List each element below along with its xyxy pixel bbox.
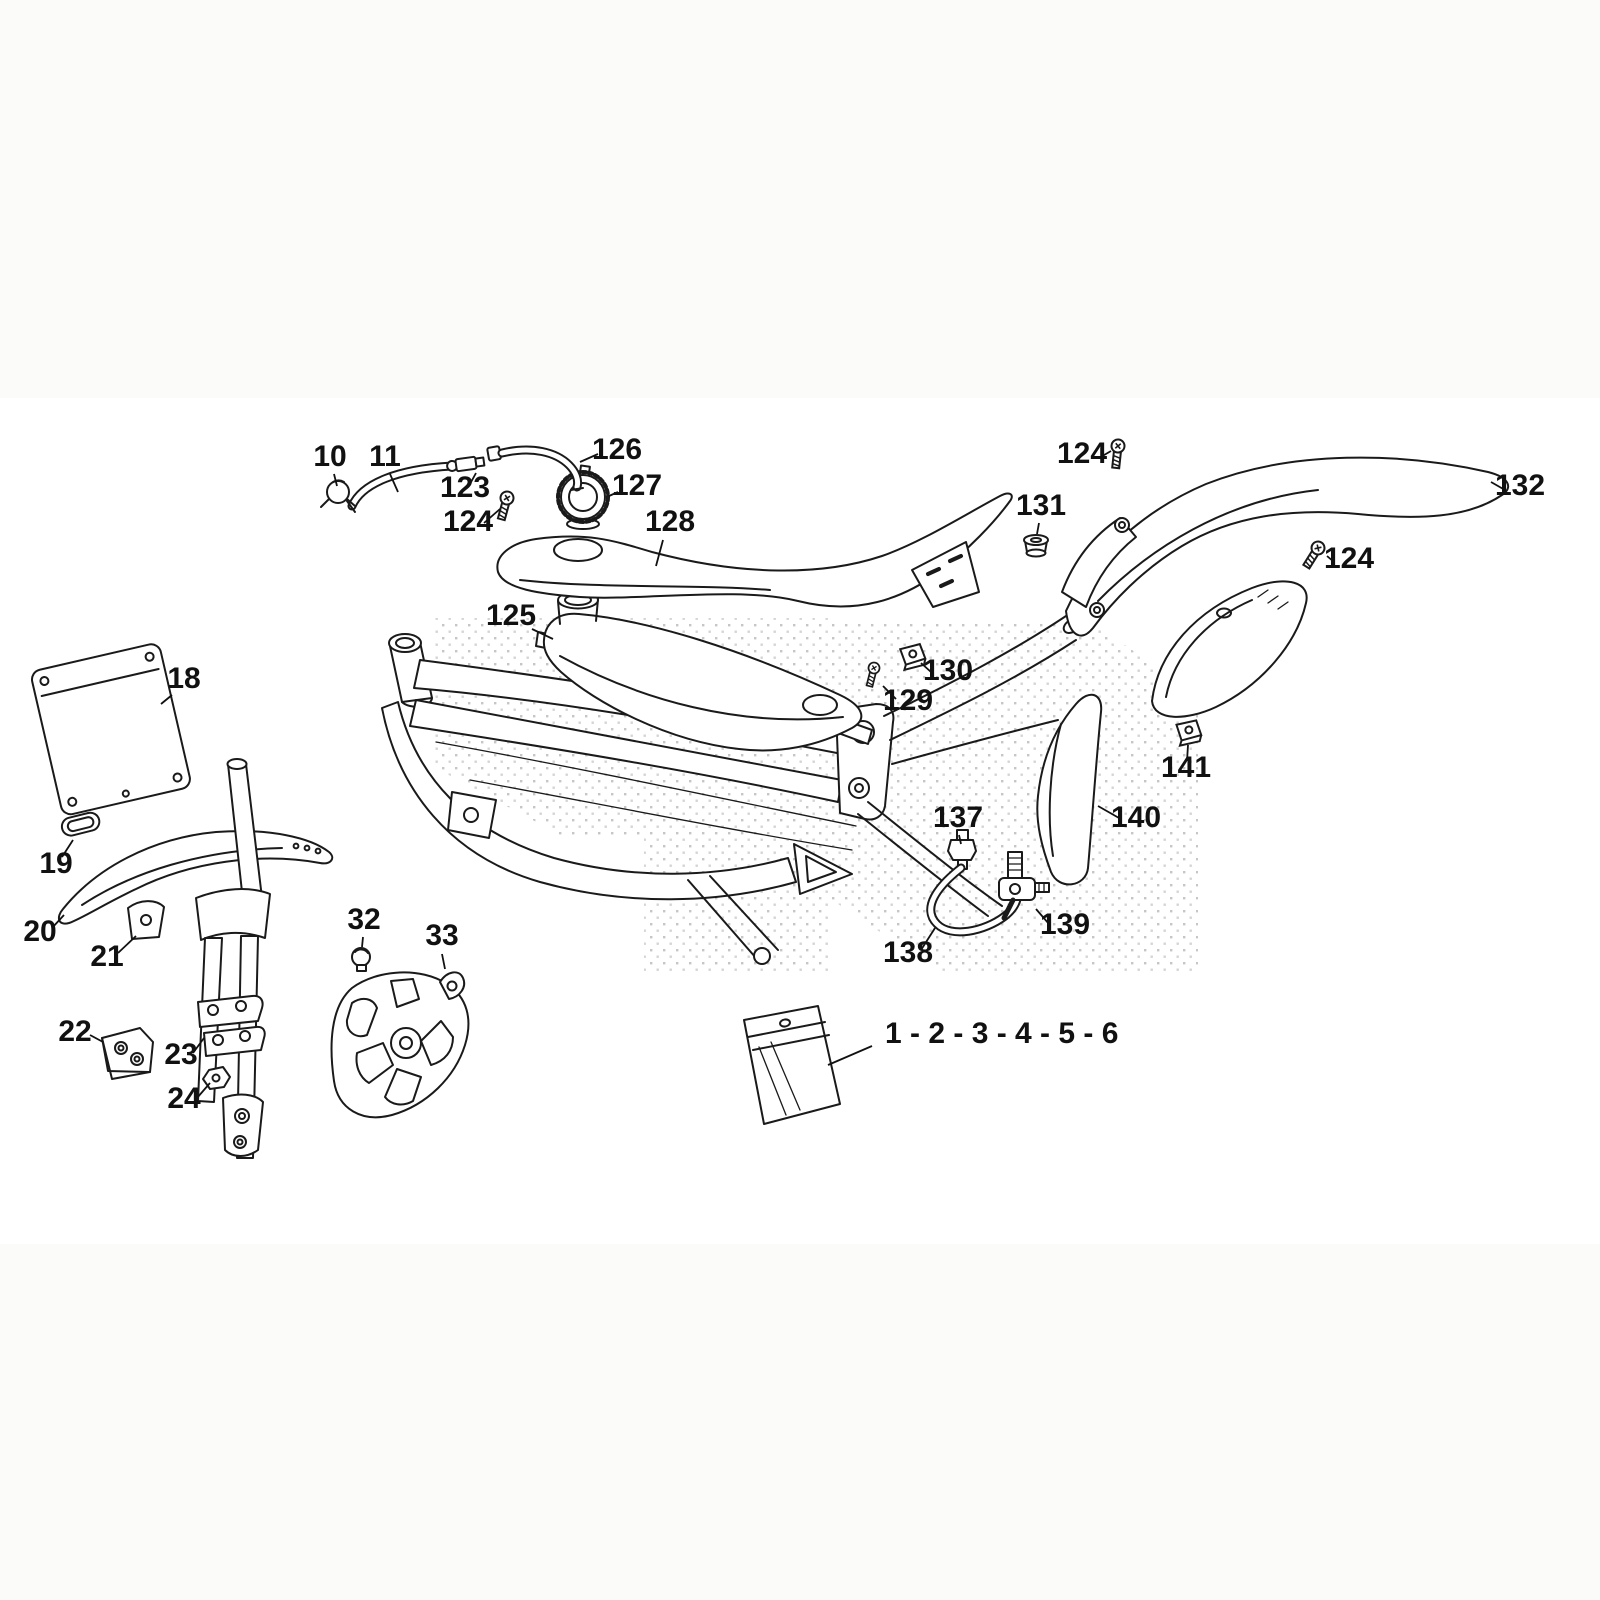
leader-line-10 [1490,481,1506,491]
part-label-124: 124 [443,505,493,538]
part-label-11: 11 [369,440,401,473]
rear-fender-drawing [1061,456,1510,637]
part-label-10: 10 [313,440,346,473]
leader-line-6 [655,539,664,567]
artwork-layer [30,437,1510,1159]
axle-bracket-drawing-22 [101,1027,154,1080]
side-duct-drawing [1151,580,1308,718]
hose-fitting-drawing-123 [446,455,486,473]
grommet-drawing-19 [60,811,101,837]
part-label-126: 126 [592,433,642,466]
leader-line-24 [441,953,446,970]
leader-line-22 [196,1082,211,1099]
part-label-24: 24 [167,1082,201,1115]
screw-drawing-124-a [494,489,516,522]
part-label-123: 123 [440,471,490,504]
part-label-21: 21 [90,940,123,973]
part-label-18: 18 [167,662,200,695]
leader-line-20 [89,1034,104,1043]
leader-line-12 [920,662,932,673]
part-label-131: 131 [1016,489,1066,522]
leader-line-25 [958,834,962,845]
leader-line-0 [333,473,338,487]
part-label-33: 33 [425,919,458,952]
leader-line-17 [61,839,74,858]
part-label-125: 125 [486,599,536,632]
leader-line-19 [117,935,137,954]
leader-line-9 [1036,522,1040,535]
part-label-124: 124 [1057,437,1107,470]
part-label-139: 139 [1040,908,1090,941]
fuel-hose-drawing-11 [346,461,457,513]
leader-line-14 [1186,744,1189,762]
hose-clip-drawing-10 [320,479,356,508]
bolt-drawing-32 [351,947,371,972]
leader-line-16 [160,694,173,705]
part-label-129: 129 [883,684,933,717]
leader-line-3 [579,453,599,463]
seat-base-drawing [496,492,1013,608]
halftone-patch [832,622,1198,972]
fuel-cap-drawing [556,464,610,530]
fuel-line-drawing-138 [926,863,1022,937]
leader-line-21 [192,1037,205,1054]
part-label-140: 140 [1111,801,1161,834]
electrical-plate-drawing [30,643,191,816]
leader-line-23 [361,936,364,948]
part-label-1-2-3-4-5-6: 1 - 2 - 3 - 4 - 5 - 6 [885,1017,1118,1050]
part-label-141: 141 [1161,751,1211,784]
part-label-22: 22 [58,1015,91,1048]
part-label-23: 23 [164,1038,197,1071]
fork-assembly-drawing [101,758,271,1159]
part-label-130: 130 [923,654,973,687]
screw-drawing-124-b [1108,437,1127,470]
fuel-tap-drawing-139 [998,851,1050,921]
leader-line-28 [827,1045,873,1066]
part-label-19: 19 [39,847,72,880]
leader-line-26 [920,927,936,951]
part-label-32: 32 [347,903,380,936]
leader-line-4 [608,491,619,497]
leader-line-1 [389,473,399,493]
grommet-drawing-131 [1023,534,1049,558]
leader-line-5 [483,508,501,524]
part-label-128: 128 [645,505,695,538]
hardware-bag-drawing [743,1005,841,1125]
part-label-138: 138 [883,936,933,969]
part-label-127: 127 [612,469,662,502]
part-label-20: 20 [23,915,56,948]
leader-line-2 [469,472,477,485]
leader-line-11 [1326,555,1335,563]
leader-line-27 [1035,908,1050,925]
leader-line-18 [51,914,65,929]
breather-hose-drawing-126 [486,445,584,492]
part-label-132: 132 [1495,469,1545,502]
frame-guard-drawing [1036,693,1103,886]
frame-drawing [381,615,1082,965]
disc-guard-drawing [330,971,470,1119]
leader-line-8 [1098,450,1112,459]
front-fender-drawing [57,830,334,925]
part-label-124: 124 [1324,542,1374,575]
leader-line-13 [882,685,897,700]
leader-line-7 [531,628,554,640]
clip-nut-drawing-141 [1175,719,1203,747]
leader-line-15 [1097,805,1120,819]
fender-bracket-drawing-21 [127,900,165,940]
part-label-137: 137 [933,801,983,834]
triple-clamp-drawing-23 [197,994,266,1057]
leader-lines-layer [51,450,1506,1099]
